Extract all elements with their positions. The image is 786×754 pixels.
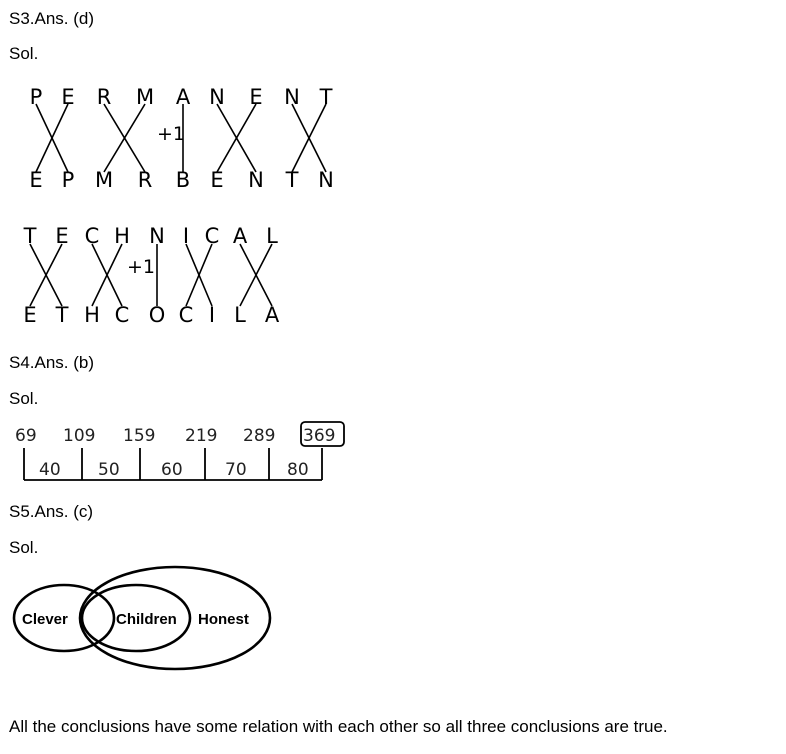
permanent-top-letter: N: [209, 85, 225, 109]
series-difference: 80: [287, 460, 309, 480]
permanent-bottom-letter: E: [210, 168, 223, 192]
technical-top-letter: L: [266, 224, 278, 248]
technical-bottom-letter: A: [265, 303, 280, 327]
permanent-bottom-letter: N: [248, 168, 264, 192]
technical-top-letter: H: [114, 224, 130, 248]
technical-bottom-letter: H: [84, 303, 100, 327]
venn-honest-circle: [78, 565, 272, 671]
permanent-top-letter: T: [319, 85, 333, 109]
permanent-bottom-letter: E: [29, 168, 42, 192]
series-term: 219: [185, 426, 217, 446]
technical-bottom-letter: L: [234, 303, 246, 327]
technical-top-letter: I: [183, 224, 189, 248]
technical-bottom-letter: C: [115, 303, 130, 327]
s5-sol-label: Sol.: [9, 538, 39, 557]
series-difference: 50: [98, 460, 120, 480]
series-difference: 60: [161, 460, 183, 480]
technical-bottom-letter: C: [179, 303, 194, 327]
technical-top-letter: T: [23, 224, 37, 248]
s5-heading: S5.Ans. (c): [9, 502, 94, 521]
technical-crossing-lines: [29, 243, 273, 307]
permanent-top-letter: R: [97, 85, 112, 109]
technical-top-letter: N: [149, 224, 165, 248]
permanent-top-letter: A: [176, 85, 191, 109]
venn-label: Honest: [198, 611, 249, 628]
permanent-top-letter: M: [136, 85, 154, 109]
permanent-top-letter: E: [61, 85, 74, 109]
permanent-op-label: +1: [157, 123, 185, 145]
s3-sol-label: Sol.: [9, 44, 39, 63]
series-term: 159: [123, 426, 155, 446]
technical-op-label: +1: [127, 256, 155, 278]
permanent-top-letter: N: [284, 85, 300, 109]
permanent-top-letter: P: [30, 85, 43, 109]
permanent-bottom-letter: P: [62, 168, 75, 192]
technical-top-letter: C: [205, 224, 220, 248]
technical-bottom-letter: T: [55, 303, 69, 327]
permanent-bottom-letter: T: [285, 168, 299, 192]
series-difference: 70: [225, 460, 247, 480]
permanent-bottom-letter: M: [95, 168, 113, 192]
s4-sol-label: Sol.: [9, 389, 39, 408]
permanent-bottom-letter: B: [176, 168, 190, 192]
permanent-bottom-letter: R: [138, 168, 153, 192]
venn-clever-circle: [12, 583, 116, 653]
permanent-crossing-lines: [35, 103, 327, 173]
permanent-top-letter: E: [249, 85, 262, 109]
s5-conclusion: All the conclusions have some relation w…: [9, 717, 668, 736]
venn-label: Clever: [22, 611, 68, 628]
series-answer: 369: [303, 426, 335, 446]
technical-bottom-letter: E: [23, 303, 36, 327]
technical-top-letter: E: [55, 224, 68, 248]
venn-children-circle: [80, 583, 192, 653]
series-bracket: [23, 448, 323, 481]
series-term: 109: [63, 426, 95, 446]
series-term: 289: [243, 426, 275, 446]
permanent-bottom-letter: N: [318, 168, 334, 192]
technical-bottom-letter: I: [209, 303, 215, 327]
technical-top-letter: C: [85, 224, 100, 248]
technical-top-letter: A: [233, 224, 248, 248]
technical-bottom-letter: O: [149, 303, 166, 327]
s4-heading: S4.Ans. (b): [9, 353, 95, 372]
answer-box: [300, 421, 345, 447]
series-difference: 40: [39, 460, 61, 480]
series-term: 69: [15, 426, 37, 446]
venn-label: Children: [116, 611, 177, 628]
s3-heading: S3.Ans. (d): [9, 9, 95, 28]
